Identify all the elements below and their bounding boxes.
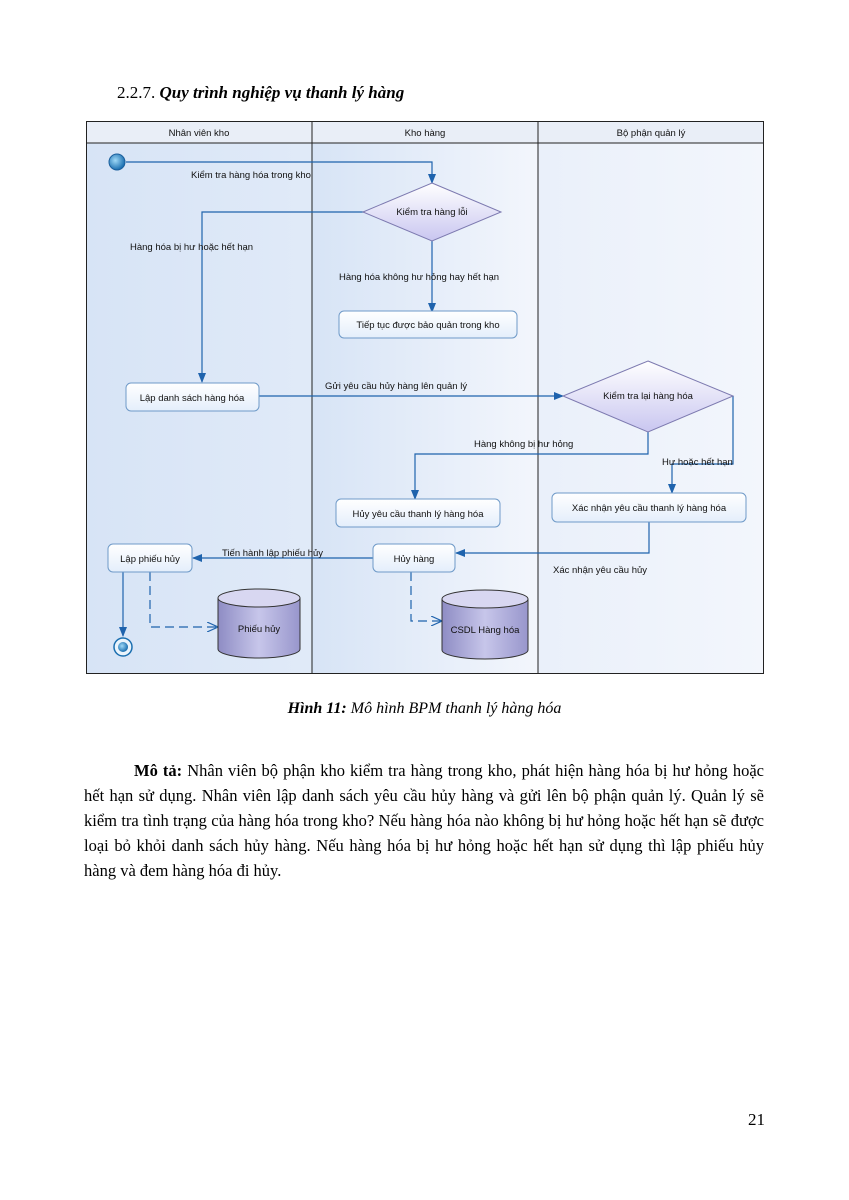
flow-confirm-to-destroy	[455, 522, 650, 557]
activity-confirm-request: Xác nhận yêu cầu thanh lý hàng hóa	[551, 492, 747, 523]
label-proceed-slip: Tiến hành lập phiếu hủy	[222, 548, 323, 559]
svg-text:Tiếp tục được bảo quản trong k: Tiếp tục được bảo quản trong kho	[356, 320, 499, 331]
decision-recheck: Kiểm tra lại hàng hóa	[561, 360, 735, 433]
description-label: Mô tả:	[134, 761, 183, 780]
flow-check-to-list	[198, 211, 364, 383]
datastore-slip: Phiếu hủy	[217, 588, 301, 659]
flow-slip-to-store	[149, 572, 218, 627]
page-number: 21	[748, 1110, 765, 1129]
decision-check-defect: Kiểm tra hàng lỗi	[361, 182, 503, 242]
label-damaged-or-expired: Hư hoặc hết hạn	[662, 457, 733, 468]
flow-start-to-check	[126, 161, 436, 184]
label-confirm-destroy: Xác nhận yêu cầu hủy	[553, 565, 647, 576]
activity-continue-storage: Tiếp tục được bảo quản trong kho	[338, 310, 518, 339]
section-heading: 2.2.7. Quy trình nghiệp vụ thanh lý hàng	[117, 82, 404, 104]
lane-header-warehouse: Kho hàng	[405, 128, 446, 139]
datastore-goods-db: CSDL Hàng hóa	[441, 589, 529, 660]
activity-make-list: Lập danh sách hàng hóa	[125, 382, 260, 412]
description-text: Nhân viên bộ phận kho kiểm tra hàng tron…	[84, 761, 764, 880]
section-number: 2.2.7.	[117, 83, 156, 102]
figure-caption: Hình 11: Mô hình BPM thanh lý hàng hóa	[0, 700, 849, 718]
flow-destroy-to-db	[410, 572, 442, 621]
svg-text:Lập phiếu hủy: Lập phiếu hủy	[120, 554, 180, 565]
lane-header-staff: Nhân viên kho	[169, 128, 230, 139]
svg-text:Hủy yêu cầu thanh lý hàng hóa: Hủy yêu cầu thanh lý hàng hóa	[353, 509, 485, 520]
label-goods-not-damaged: Hàng không bị hư hỏng	[474, 439, 573, 450]
svg-text:CSDL Hàng hóa: CSDL Hàng hóa	[451, 625, 521, 636]
activity-cancel-request: Hủy yêu cầu thanh lý hàng hóa	[335, 498, 501, 528]
svg-text:Kiểm tra hàng lỗi: Kiểm tra hàng lỗi	[396, 207, 467, 218]
caption-text: Mô hình BPM thanh lý hàng hóa	[350, 700, 562, 717]
activity-destroy-goods: Hủy hàng	[372, 543, 456, 573]
start-node	[108, 153, 126, 171]
label-check-in-stock: Kiểm tra hàng hóa trong kho	[191, 170, 311, 181]
end-node	[113, 637, 133, 657]
label-send-request: Gửi yêu cầu hủy hàng lên quản lý	[325, 381, 467, 392]
svg-text:Kiểm tra lại hàng hóa: Kiểm tra lại hàng hóa	[603, 391, 693, 402]
svg-text:Xác nhận yêu cầu thanh lý hàng: Xác nhận yêu cầu thanh lý hàng hóa	[572, 503, 727, 514]
flow-recheck-to-confirm	[668, 396, 734, 494]
flows	[119, 161, 734, 637]
section-title: Quy trình nghiệp vụ thanh lý hàng	[159, 83, 405, 102]
description-paragraph: Mô tả: Nhân viên bộ phận kho kiểm tra hà…	[84, 758, 764, 883]
activity-make-slip: Lập phiếu hủy	[107, 543, 193, 573]
svg-text:Hủy hàng: Hủy hàng	[394, 554, 435, 565]
flow-labels: Kiểm tra hàng hóa trong kho Hàng hóa bị …	[130, 170, 733, 576]
caption-label: Hình 11:	[287, 700, 347, 717]
lane-header-management: Bộ phận quản lý	[617, 128, 686, 139]
bpm-diagram: Nhân viên kho Kho hàng Bộ phận quản lý K…	[86, 121, 764, 674]
svg-text:Lập danh sách hàng hóa: Lập danh sách hàng hóa	[140, 393, 245, 404]
flow-recheck-to-cancel	[411, 432, 649, 500]
label-not-damaged: Hàng hóa không hư hỏng hay hết hạn	[339, 272, 499, 283]
label-damaged-expired: Hàng hóa bị hư hoặc hết hạn	[130, 242, 253, 253]
svg-text:Phiếu hủy: Phiếu hủy	[238, 624, 281, 635]
